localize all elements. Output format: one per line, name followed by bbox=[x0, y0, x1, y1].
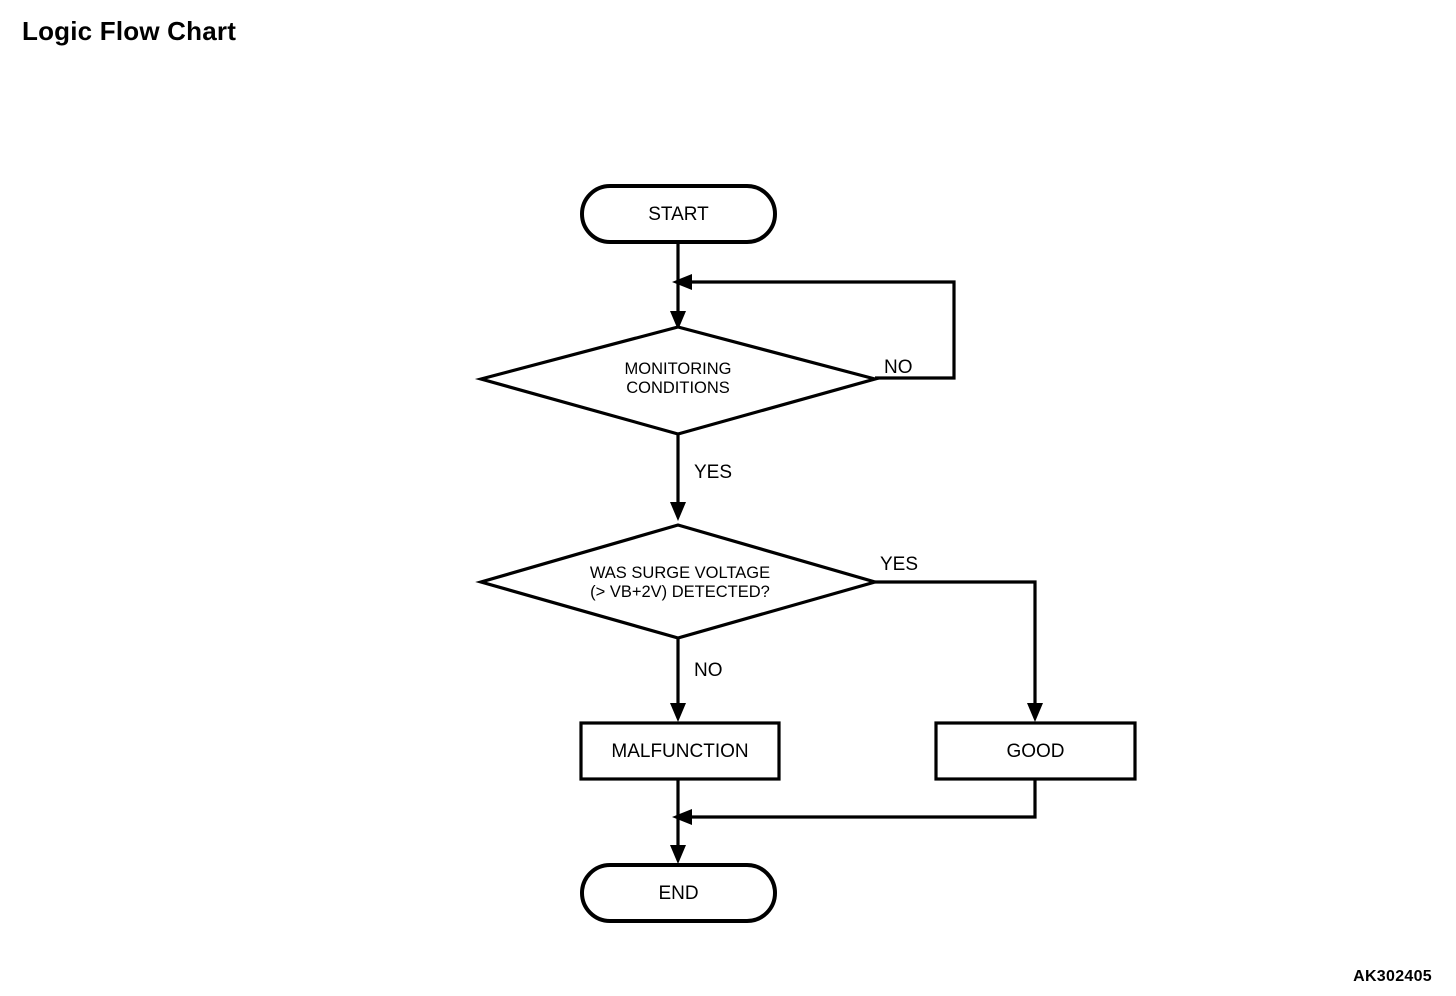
node-surge-label-line2: (> VB+2V) DETECTED? bbox=[590, 583, 770, 601]
edge-monitoring-yes-to-surge: YES bbox=[670, 434, 732, 521]
arrowhead-into-end bbox=[670, 845, 686, 864]
branch-label-surge-no: NO bbox=[694, 660, 723, 681]
edge-surge-yes-to-good: YES bbox=[875, 554, 1043, 722]
arrowhead-into-malfunction bbox=[670, 703, 686, 722]
node-surge-voltage: WAS SURGE VOLTAGE (> VB+2V) DETECTED? bbox=[475, 523, 881, 640]
node-monitoring-label-line2: CONDITIONS bbox=[626, 379, 730, 397]
node-end-label: END bbox=[658, 883, 698, 904]
malfunction-shape bbox=[579, 721, 781, 781]
node-surge-label-line1: WAS SURGE VOLTAGE bbox=[590, 564, 770, 582]
edge-good-to-end-merge bbox=[672, 779, 1037, 825]
edge-surge-no-to-malfunction: NO bbox=[670, 638, 723, 722]
page-title: Logic Flow Chart bbox=[22, 16, 237, 46]
branch-label-surge-yes: YES bbox=[880, 554, 918, 575]
node-malfunction-label: MALFUNCTION bbox=[611, 741, 748, 762]
arrowhead-merge-into-end-column bbox=[672, 809, 692, 825]
branch-label-monitoring-yes: YES bbox=[694, 462, 732, 483]
edge-line-monitoring-no-loop bbox=[690, 280, 956, 380]
node-start-label: START bbox=[648, 204, 709, 225]
arrowhead-into-good bbox=[1027, 703, 1043, 722]
node-good-label: GOOD bbox=[1006, 741, 1064, 762]
node-good: GOOD bbox=[934, 721, 1137, 781]
edge-malfunction-to-end bbox=[670, 779, 686, 864]
node-start: START bbox=[580, 184, 777, 244]
arrowhead-into-monitoring bbox=[670, 311, 686, 330]
edge-line-surge-good bbox=[875, 580, 1037, 712]
figure-code: AK302405 bbox=[1353, 968, 1432, 985]
arrowhead-loop-back bbox=[672, 274, 692, 290]
end-shape bbox=[580, 863, 777, 923]
arrowhead-into-surge bbox=[670, 502, 686, 521]
node-malfunction: MALFUNCTION bbox=[579, 721, 781, 781]
node-end: END bbox=[580, 863, 777, 923]
edge-monitoring-no-loop: NO bbox=[672, 274, 956, 380]
node-monitoring-conditions: MONITORING CONDITIONS bbox=[474, 325, 882, 436]
branch-label-monitoring-no: NO bbox=[884, 357, 913, 378]
edge-line-good-merge bbox=[690, 779, 1037, 819]
node-monitoring-label-line1: MONITORING bbox=[625, 360, 732, 378]
